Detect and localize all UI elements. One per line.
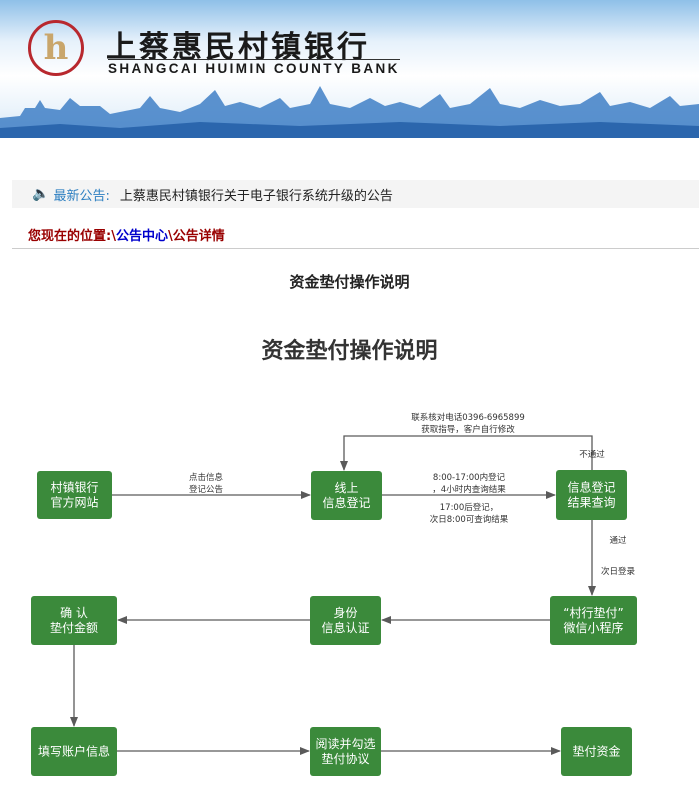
flow-box-site-text: 官方网站: [50, 495, 98, 510]
arrow-query-fail: [340, 435, 593, 471]
flow-box-fund-text: 垫付资金: [572, 744, 620, 759]
flow-box-confirm-text: 垫付金额: [50, 620, 98, 635]
flow-box-identity: [310, 596, 381, 645]
flow-box-query-text: 结果查询: [567, 496, 615, 510]
flow-box-site-text: 村镇银行: [50, 481, 98, 495]
flow-box-miniapp-text: 微信小程序: [563, 620, 623, 635]
flow-box-identity-text: 身份: [333, 605, 357, 620]
notice-bar: 🔈 最新公告: 上蔡惠民村镇银行关于电子银行系统升级的公告: [12, 180, 699, 208]
label-pass: 通过: [609, 535, 627, 546]
breadcrumb: 您现在的位置:\公告中心\公告详情: [28, 225, 225, 244]
breadcrumb-notice-center[interactable]: 公告中心: [115, 229, 168, 244]
flow-box-fund: [561, 727, 632, 776]
flow-box-miniapp: [550, 596, 637, 645]
label-nextday: 次日登录: [601, 566, 636, 577]
label-after-1: 17:00后登记，: [440, 502, 499, 513]
notice-link[interactable]: 上蔡惠民村镇银行关于电子银行系统升级的公告: [119, 188, 393, 204]
city-skyline-banner: [0, 86, 699, 138]
flow-box-query-text: 信息登记: [567, 480, 615, 495]
label-after-2: 次日8:00可查询结果: [430, 514, 509, 525]
article-title: 资金垫付操作说明: [261, 339, 438, 364]
breadcrumb-sep: \: [167, 229, 173, 244]
divider: [12, 248, 699, 249]
notice-label: 最新公告:: [53, 188, 110, 204]
bank-logo[interactable]: h: [28, 20, 84, 76]
label-click-1: 点击信息: [189, 472, 224, 483]
label-contact-2: 获取指导，客户自行修改: [421, 424, 515, 435]
flow-box-register-text: 线上: [334, 481, 358, 495]
speaker-icon: 🔈: [32, 186, 50, 202]
label-fail: 不通过: [579, 449, 605, 460]
label-click-2: 登记公告: [189, 484, 223, 495]
flow-box-confirm-text: 确 认: [60, 606, 88, 620]
breadcrumb-current: 公告详情: [172, 229, 225, 244]
label-contact-1: 联系核对电话0396-6965899: [411, 412, 525, 423]
flow-box-account: [31, 727, 117, 776]
flow-box-agreement-text: 垫付协议: [321, 751, 369, 766]
site-header: h 上蔡惠民村镇银行 SHANGCAI HUIMIN COUNTY BANK: [0, 0, 699, 138]
page-title: 资金垫付操作说明: [289, 273, 410, 291]
flow-box-register: [311, 471, 382, 520]
breadcrumb-prefix: 您现在的位置:\: [28, 229, 116, 244]
flow-box-query: [556, 470, 627, 520]
flow-box-register-text: 信息登记: [322, 495, 370, 510]
label-within-1: 8:00-17:00内登记: [433, 472, 506, 483]
flow-box-agreement-text: 阅读并勾选: [315, 737, 375, 751]
bank-name-en: SHANGCAI HUIMIN COUNTY BANK: [108, 59, 400, 76]
flow-box-account-text: 填写账户信息: [38, 744, 110, 759]
flow-box-confirm: [31, 596, 117, 645]
flow-box-agreement: [310, 727, 381, 776]
flow-box-miniapp-text: “村行垫付”: [563, 605, 623, 620]
flow-box-identity-text: 信息认证: [321, 620, 369, 635]
flow-box-site: [37, 471, 112, 519]
label-within-2: ，4小时内查询结果: [432, 484, 506, 495]
